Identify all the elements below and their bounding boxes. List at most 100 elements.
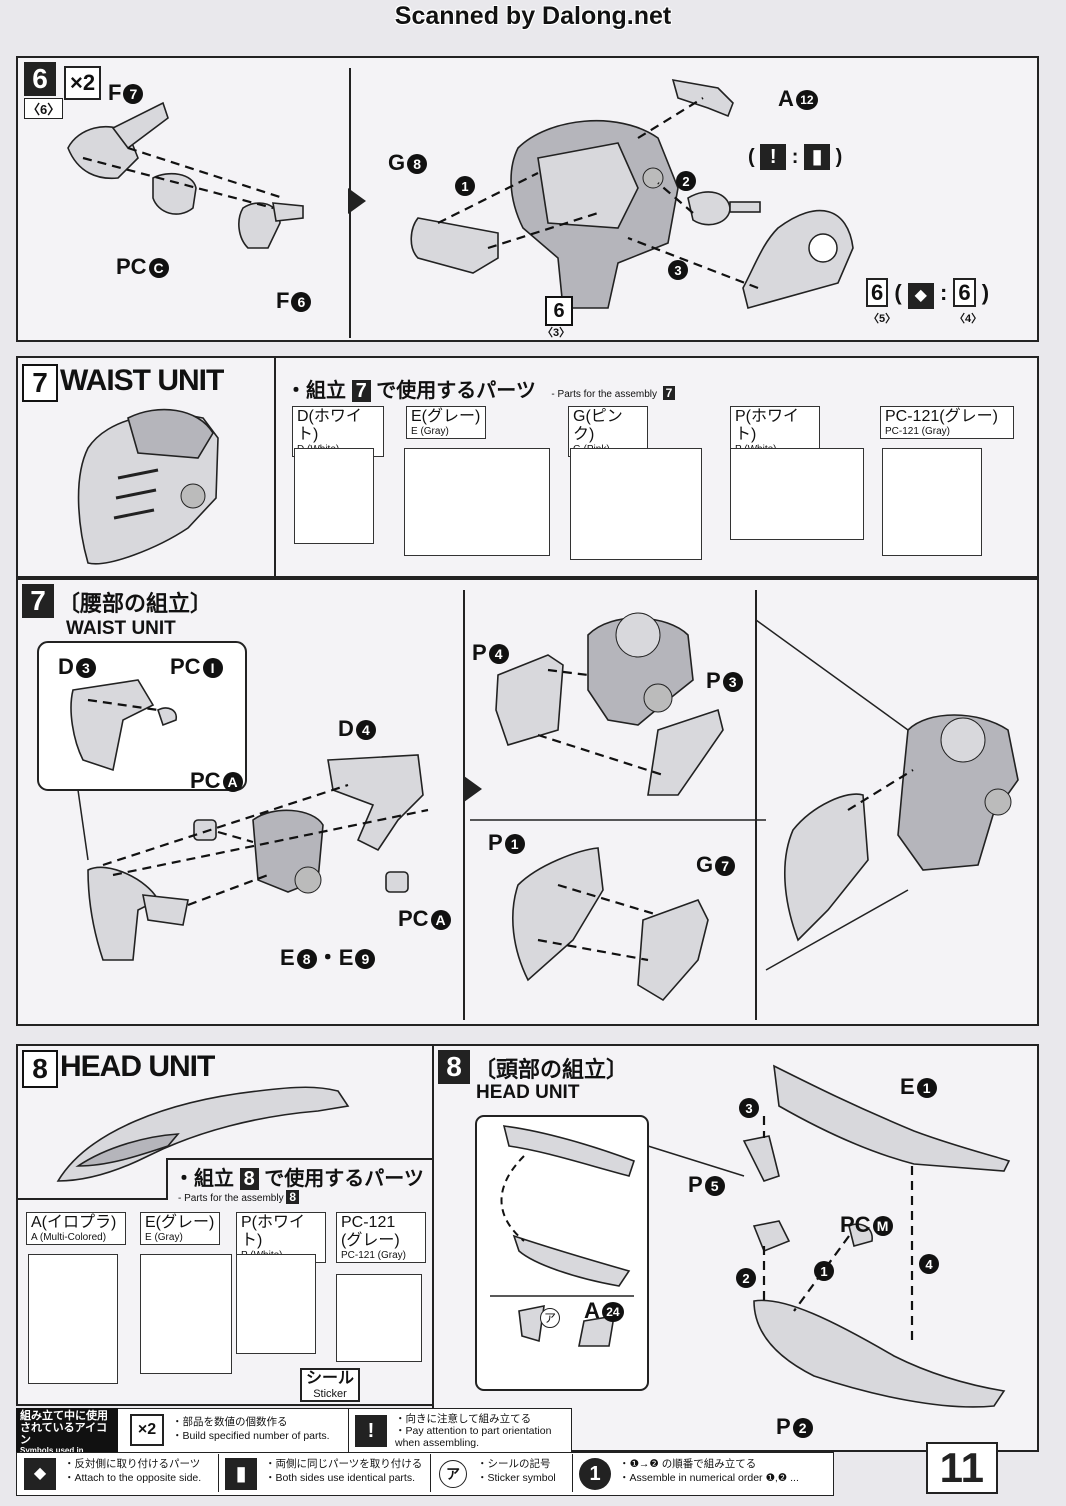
svg-text:3: 3	[674, 263, 681, 278]
opposite-side-legend-icon: ◆	[24, 1458, 56, 1490]
step-7-assembly-number: 7	[22, 584, 54, 618]
head-unit-illustration	[56, 1086, 350, 1182]
svg-text:4: 4	[925, 1257, 933, 1272]
step-6-ref-bottom: 6	[545, 296, 573, 326]
runner-pc121-8-label: PC-121 (グレー)PC-121 (Gray)	[336, 1212, 426, 1263]
legend-item-attention: ! ・向きに注意して組み立てる ・Pay attention to part o…	[348, 1408, 572, 1454]
x2-legend-icon: ×2	[130, 1414, 164, 1446]
step-7-number: 7	[22, 364, 58, 402]
part-p2	[753, 1299, 1006, 1408]
part-p4	[495, 654, 564, 746]
legend-item-x2: ×2 ・部品を数値の個数作る ・Build specified number o…	[124, 1410, 344, 1450]
part-e1	[773, 1064, 1011, 1172]
runner-a-label: A(イロプラ)A (Multi-Colored)	[26, 1212, 126, 1245]
step-7-assembly-panel: 7 〔腰部の組立〕 WAIST UNIT	[16, 578, 1039, 1026]
part-g7	[637, 899, 709, 1002]
attention-icon: !	[760, 144, 787, 170]
sticker-mark-a: ア	[540, 1308, 560, 1328]
part-p1	[512, 847, 604, 982]
runner-e8-image	[140, 1254, 232, 1374]
runner-d-image	[294, 448, 374, 544]
part-d4	[327, 754, 424, 852]
legend-row-2	[16, 1452, 834, 1496]
orientation-icon-group: ( ! : ▮ )	[748, 144, 843, 170]
svg-text:2: 2	[742, 1271, 749, 1286]
page-number: 11	[925, 1442, 998, 1494]
runner-p8-image	[236, 1254, 316, 1354]
runner-a-image	[28, 1254, 118, 1384]
step-8-parts-heading: ・組立 8 で使用するパーツ	[174, 1168, 424, 1190]
step-8-parts-panel: 8 HEAD UNIT ・組立 8 で使用するパーツ - Parts for t…	[16, 1044, 434, 1406]
runner-p-image	[730, 448, 864, 540]
step-8-assembly-illustration: 3 2 1 4	[475, 1064, 1011, 1408]
step-8-assembly-en: HEAD UNIT	[476, 1082, 580, 1103]
part-p3	[647, 708, 724, 796]
runner-pc121-image	[882, 448, 982, 556]
step-7-assembly-illustration	[37, 590, 1019, 1020]
step-8-parts-heading-en: - Parts for the assembly 8	[178, 1190, 300, 1204]
legend-item-identical: ▮ ・両側に同じパーツを取り付ける ・Both sides use identi…	[218, 1454, 428, 1492]
part-p5	[742, 1135, 780, 1182]
step-6-sub: 〈6〉	[24, 98, 64, 119]
order-legend-icon: 1	[579, 1458, 611, 1490]
step-6-ref-right: 6 ( ◆ : 6 )	[866, 278, 989, 309]
runner-e-image	[404, 448, 550, 556]
runner-e-label: E(グレー)E (Gray)	[406, 406, 486, 439]
runner-e8-label: E(グレー)E (Gray)	[140, 1212, 220, 1245]
waist-unit-illustration	[77, 408, 219, 565]
watermark-text: Scanned by Dalong.net	[394, 2, 672, 30]
step-7-assembly-jp: 〔腰部の組立〕	[58, 591, 213, 616]
legend-title: 組み立て中に使用されているアイコン Symbols used in instru…	[16, 1408, 118, 1465]
seq-1-a: 1	[461, 179, 468, 194]
part-f6	[238, 202, 281, 249]
step-8-assembly-number: 8	[438, 1050, 470, 1084]
step-6-ref-right-sub-a: 〈5〉	[868, 313, 897, 325]
part-pc-m	[848, 1223, 873, 1247]
step-7-parts-heading: ・組立 7 で使用するパーツ - Parts for the assembly …	[286, 374, 676, 403]
step-6-ref-right-sub-b: 〈4〉	[954, 313, 983, 325]
sticker-label: シール Sticker	[300, 1368, 361, 1402]
step-7-parts-panel: 7 WAIST UNIT ・組立 7 で使用するパーツ - Parts for …	[16, 356, 1039, 578]
step-7-title: WAIST UNIT	[60, 364, 224, 397]
legend-item-sticker: ア ・シールの記号 ・Sticker symbol	[430, 1454, 570, 1492]
step-6-number: 6	[24, 62, 56, 96]
legend-item-opposite: ◆ ・反対側に取り付けるパーツ ・Attach to the opposite …	[18, 1454, 214, 1492]
svg-text:3: 3	[745, 1101, 752, 1116]
part-g8	[410, 217, 499, 274]
identical-parts-legend-icon: ▮	[225, 1458, 257, 1490]
part-cover	[742, 209, 854, 309]
x2-icon: ×2	[64, 66, 102, 100]
step-8-title: HEAD UNIT	[60, 1050, 215, 1083]
step-8-number: 8	[22, 1050, 58, 1088]
part-shaft	[687, 191, 731, 226]
legend-item-order: 1 ・❶→❷ の順番で組み立てる ・Assemble in numerical …	[572, 1454, 830, 1492]
runner-g-image	[570, 448, 702, 560]
part-f7	[67, 125, 139, 180]
step-6-illustration: 1 2 3	[67, 68, 854, 338]
step-6-ref-bottom-sub: 〈3〉	[542, 327, 571, 339]
sticker-legend-icon: ア	[439, 1460, 467, 1488]
runner-pc121-label: PC-121(グレー)PC-121 (Gray)	[880, 406, 1014, 439]
part-waist-left	[87, 866, 160, 961]
opposite-side-icon: ◆	[907, 283, 934, 309]
svg-text:1: 1	[820, 1264, 827, 1279]
